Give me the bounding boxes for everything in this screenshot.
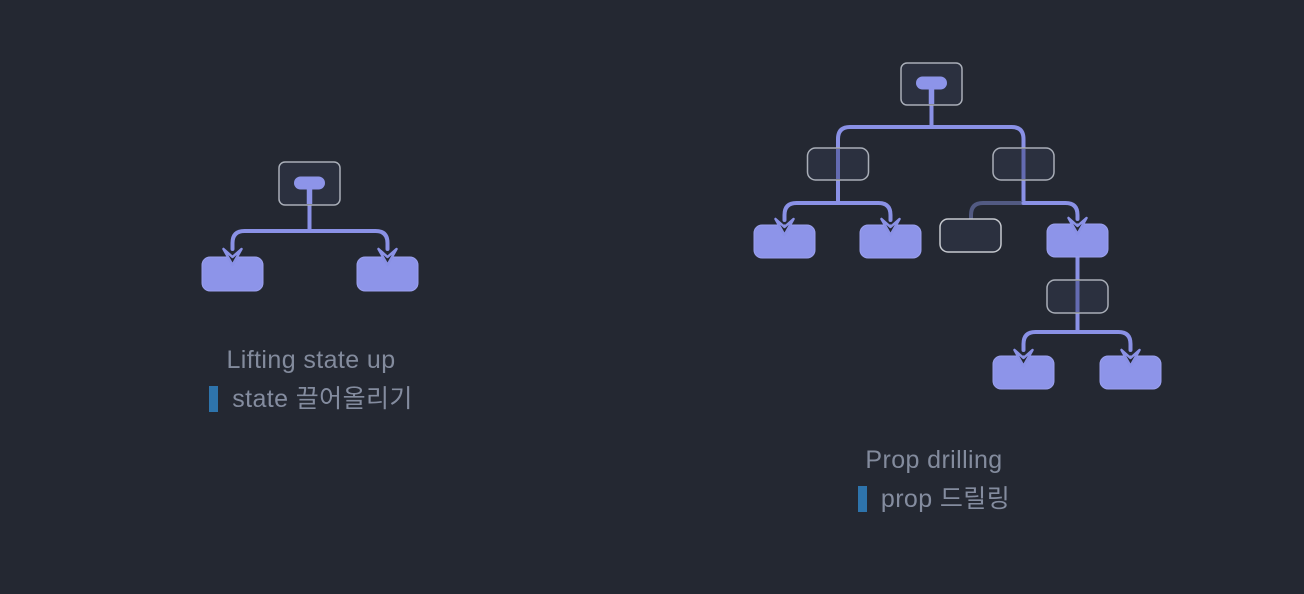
component-node-leaf xyxy=(1046,223,1109,258)
component-node-leaf xyxy=(753,224,816,259)
state-pill-icon xyxy=(294,176,325,190)
edge xyxy=(836,125,934,152)
state-pill-icon xyxy=(916,76,947,90)
caption-prop-drilling: Prop drilling prop 드릴링 xyxy=(734,445,1134,514)
prop-drilling-tree xyxy=(753,62,1162,390)
caption-lifting-state-up: Lifting state up state 끌어올리기 xyxy=(111,345,511,414)
caption-subtitle-row: prop 드릴링 xyxy=(734,484,1134,514)
component-node-plain xyxy=(939,218,1002,253)
arrow-down-icon xyxy=(774,217,795,237)
component-node-leaf xyxy=(1099,355,1162,390)
arrow-down-icon xyxy=(222,247,243,267)
arrow-down-icon xyxy=(1013,348,1034,368)
accent-bar-icon xyxy=(209,386,219,412)
edge xyxy=(230,229,312,251)
arrow-down-icon xyxy=(1067,216,1088,236)
arrow-down-icon xyxy=(377,247,398,267)
arrow-down-icon xyxy=(880,217,901,237)
component-node-leaf xyxy=(859,224,922,259)
edge xyxy=(307,229,390,251)
caption-subtitle: state 끌어올리기 xyxy=(232,385,413,413)
caption-title: Lifting state up xyxy=(226,346,396,374)
edge xyxy=(1021,201,1080,221)
edge xyxy=(836,201,893,222)
lifting-state-up-tree xyxy=(201,161,419,292)
edge xyxy=(1075,330,1133,352)
caption-title: Prop drilling xyxy=(865,446,1003,474)
caption-subtitle-row: state 끌어올리기 xyxy=(111,384,511,414)
accent-bar-icon xyxy=(857,486,867,512)
edge xyxy=(1021,330,1080,352)
arrow-down-icon xyxy=(1120,348,1141,368)
edge-muted xyxy=(969,201,1026,222)
component-node-leaf xyxy=(992,355,1055,390)
edge xyxy=(782,201,840,222)
edge xyxy=(929,125,1026,152)
caption-subtitle: prop 드릴링 xyxy=(880,485,1011,513)
